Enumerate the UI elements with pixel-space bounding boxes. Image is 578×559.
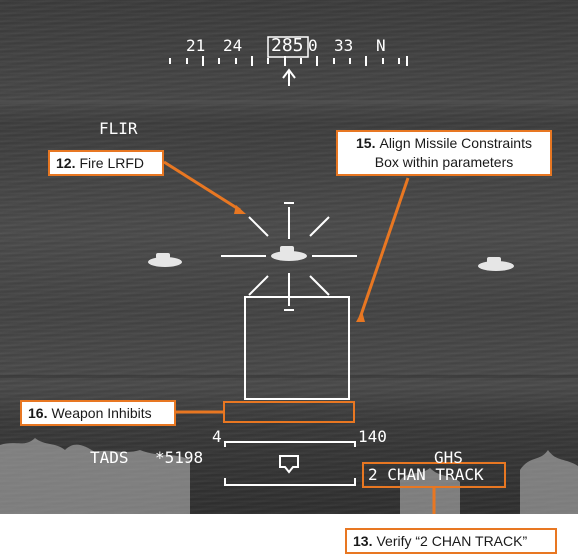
range-left-label: 4 bbox=[212, 427, 222, 446]
callout-align-missile-box: 15.Align Missile Constraints Box within … bbox=[336, 130, 552, 176]
heading-33: 33 bbox=[334, 36, 354, 55]
callout-text: Fire LRFD bbox=[79, 155, 145, 171]
missile-constraints-box bbox=[244, 296, 350, 400]
callout-text: Weapon Inhibits bbox=[51, 405, 152, 421]
tree-silhouettes bbox=[0, 438, 578, 514]
callout-leaders bbox=[163, 160, 436, 514]
range-bar bbox=[224, 441, 356, 486]
heading-current: 285 bbox=[271, 35, 304, 56]
track-status-label: 2 CHAN TRACK bbox=[368, 465, 484, 484]
target-boat-center bbox=[271, 246, 307, 261]
target-boat-right bbox=[478, 257, 514, 271]
callout-text-line1: Align Missile Constraints bbox=[379, 135, 532, 151]
target-boat-left bbox=[148, 253, 182, 267]
heading-box bbox=[267, 36, 309, 58]
callout-text-line2: Box within parameters bbox=[374, 154, 514, 170]
callout-weapon-inhibits: 16.Weapon Inhibits bbox=[20, 400, 176, 426]
hellfire-status-label: GHS bbox=[434, 448, 463, 467]
callout-fire-lrfd: 12.Fire LRFD bbox=[48, 150, 164, 176]
sensor-mode-label: FLIR bbox=[99, 119, 138, 138]
callout-number: 15. bbox=[356, 135, 376, 151]
sight-select-label: TADS bbox=[90, 448, 129, 467]
laser-code-label: *5198 bbox=[155, 448, 204, 467]
heading-21: 21 bbox=[186, 36, 206, 55]
heading-30: 0 bbox=[308, 36, 318, 55]
tads-display: 21 24 285 0 33 N FLIR TADS *5198 4 140 G… bbox=[0, 0, 578, 514]
callout-verify-track: 13.Verify “2 CHAN TRACK” bbox=[345, 528, 557, 554]
callout-number: 12. bbox=[56, 155, 76, 171]
los-reticle-icon bbox=[221, 202, 357, 311]
range-right-label: 140 bbox=[358, 427, 387, 446]
heading-24: 24 bbox=[223, 36, 243, 55]
callout-number: 13. bbox=[353, 533, 373, 549]
callout-text: Verify “2 CHAN TRACK” bbox=[376, 533, 528, 549]
callout-number: 16. bbox=[28, 405, 48, 421]
heading-caret-icon bbox=[282, 68, 296, 86]
heading-tape bbox=[169, 56, 408, 66]
weapon-inhibits-highlight bbox=[223, 401, 355, 423]
hud-symbology bbox=[0, 36, 578, 514]
heading-north: N bbox=[376, 36, 386, 55]
